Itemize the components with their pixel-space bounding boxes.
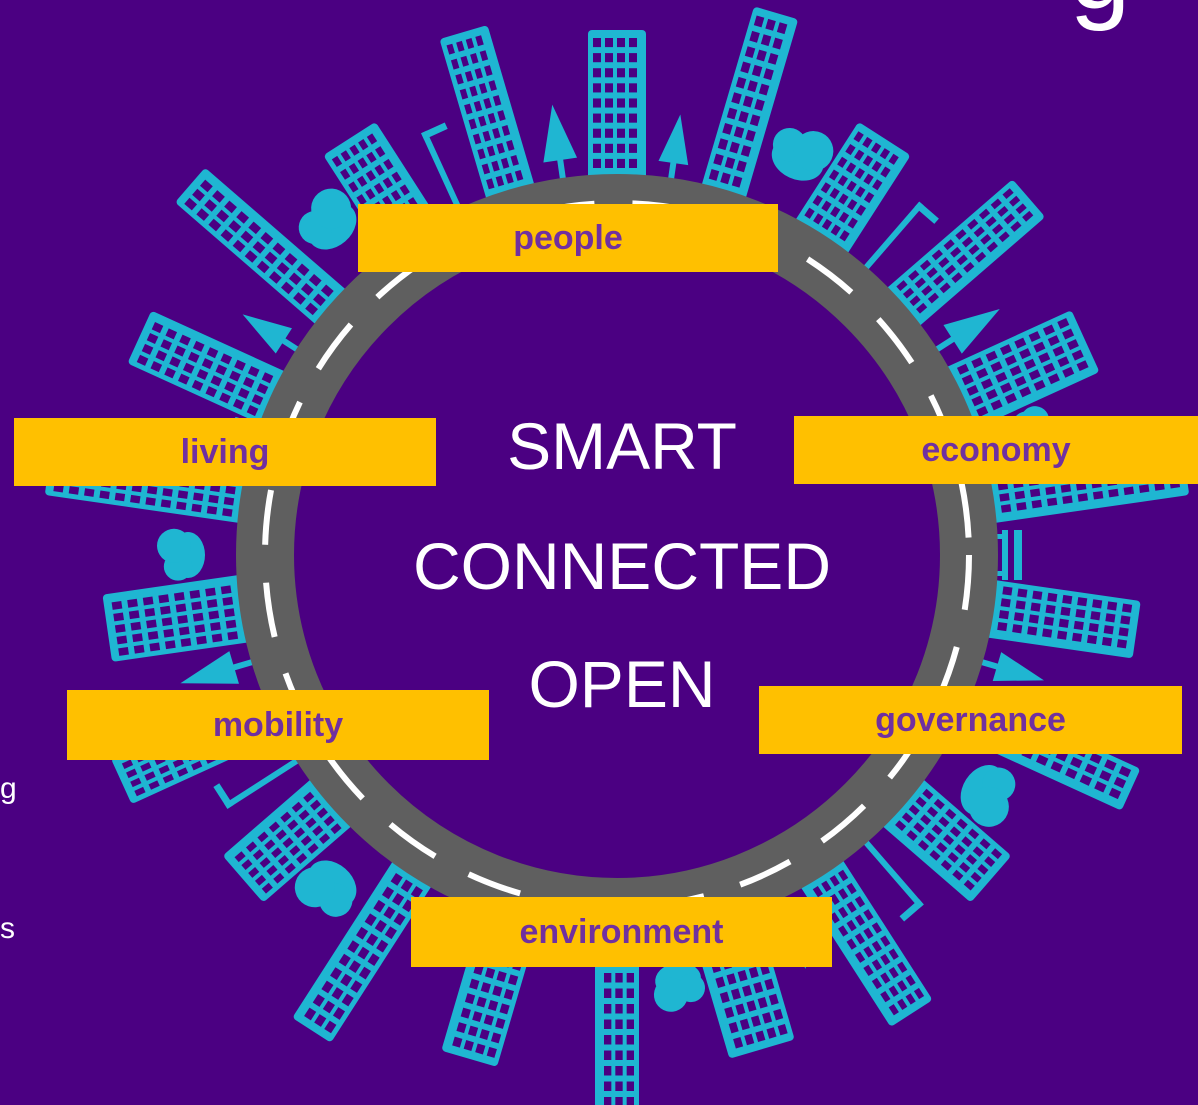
building-icon (885, 180, 1044, 327)
building-icon (984, 580, 1141, 658)
cloud-icon (653, 962, 706, 1012)
cloud-icon (298, 188, 357, 250)
building-icon (102, 575, 251, 662)
cloud-icon (157, 528, 205, 581)
road-lane-dashes (262, 200, 972, 910)
building-icon (224, 778, 353, 901)
building-icon (293, 859, 433, 1042)
side-text-fragment-s: s (0, 912, 15, 945)
lamp-icon (213, 755, 304, 809)
title-fragment: g (1069, 0, 1130, 32)
building-icon (795, 123, 910, 255)
tree-icon (180, 651, 259, 684)
label-governance: governance (759, 686, 1182, 754)
label-people: people (358, 204, 778, 272)
lamp-icon (860, 836, 924, 922)
label-living: living (14, 418, 436, 486)
center-line-open: OPEN (528, 647, 716, 721)
lamp-icon (860, 201, 939, 274)
side-text-fragment-g: g (0, 772, 17, 805)
building-icon (440, 25, 535, 202)
building-icon (701, 7, 798, 201)
building-icon (128, 311, 287, 425)
label-mobility: mobility (67, 690, 489, 760)
cloud-icon (294, 860, 357, 917)
building-icon (595, 930, 639, 1105)
building-icon (176, 169, 348, 326)
building-icon (945, 311, 1099, 429)
lamp-icon (421, 122, 464, 216)
building-icon (588, 30, 646, 180)
tree-icon (543, 104, 578, 185)
building-icon (881, 778, 1010, 901)
tree-icon (658, 114, 689, 185)
center-line-connected: CONNECTED (412, 529, 831, 603)
cloud-icon (960, 765, 1016, 827)
label-environment: environment (411, 897, 832, 967)
label-economy: economy (794, 416, 1198, 484)
building-icon (800, 858, 932, 1026)
bench-icon (992, 530, 1022, 580)
center-line-smart: SMART (507, 409, 737, 483)
cloud-icon (771, 127, 834, 181)
